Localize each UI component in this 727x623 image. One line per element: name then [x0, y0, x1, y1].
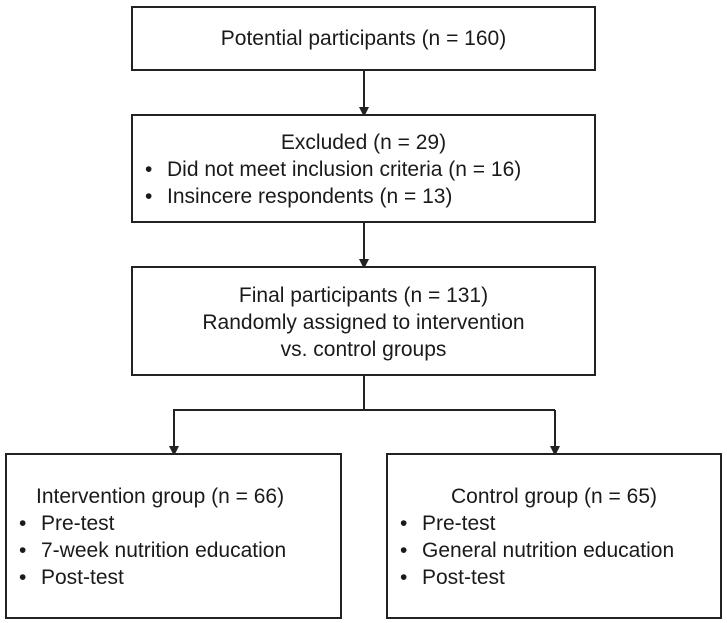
control-item: •Pre-test: [400, 512, 496, 535]
potential-participants-box: Potential participants (n = 160): [131, 6, 596, 71]
control-group-box: Control group (n = 65) •Pre-test •Genera…: [386, 453, 722, 619]
excluded-item: •Did not meet inclusion criteria (n = 16…: [145, 158, 522, 181]
control-item: •General nutrition education: [400, 539, 675, 562]
intervention-item: •Pre-test: [19, 512, 115, 535]
final-participants-note: vs. control groups: [280, 338, 447, 361]
excluded-box: Excluded (n = 29) •Did not meet inclusio…: [131, 114, 596, 223]
intervention-group-title: Intervention group (n = 66): [36, 485, 285, 508]
final-participants-title: Final participants (n = 131): [238, 284, 489, 307]
final-participants-box: Final participants (n = 131) Randomly as…: [131, 266, 596, 376]
excluded-title: Excluded (n = 29): [280, 131, 447, 154]
control-item: •Post-test: [400, 566, 505, 589]
potential-participants-title: Potential participants (n = 160): [220, 27, 507, 50]
intervention-item: •7-week nutrition education: [19, 539, 287, 562]
intervention-group-box: Intervention group (n = 66) •Pre-test •7…: [5, 453, 342, 619]
intervention-item: •Post-test: [19, 566, 124, 589]
excluded-item: •Insincere respondents (n = 13): [145, 185, 453, 208]
control-group-title: Control group (n = 65): [450, 485, 658, 508]
final-participants-note: Randomly assigned to intervention: [202, 311, 525, 334]
